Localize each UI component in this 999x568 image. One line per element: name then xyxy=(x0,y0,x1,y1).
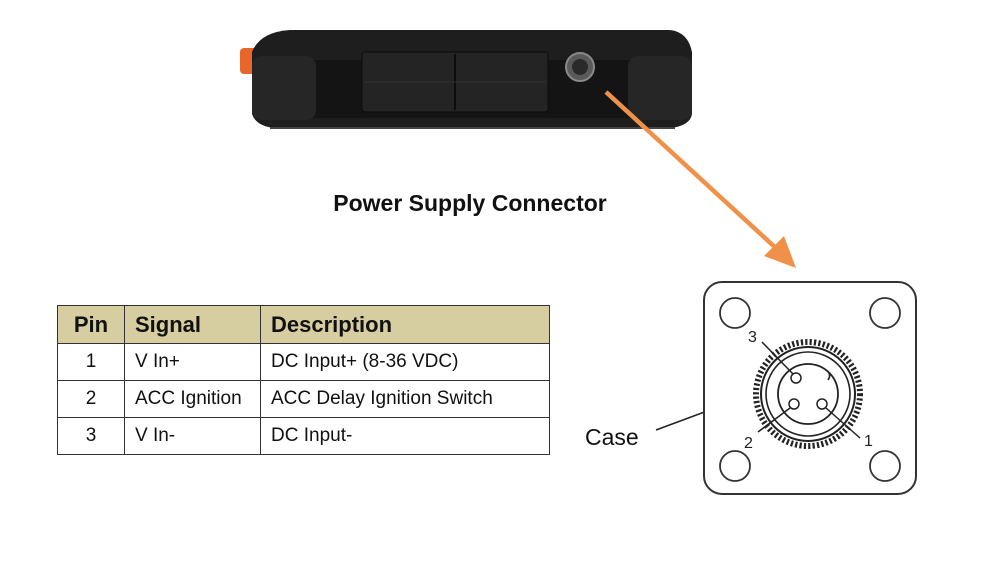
table-header-row: Pin Signal Description xyxy=(57,305,550,344)
pin-label-3: 3 xyxy=(748,329,757,346)
signal-cell: V In- xyxy=(124,417,261,455)
description-cell: ACC Delay Ignition Switch xyxy=(260,380,550,418)
pin-1 xyxy=(816,398,828,410)
pin-label-2: 2 xyxy=(744,435,753,452)
description-cell: DC Input- xyxy=(260,417,550,455)
pin-cell: 1 xyxy=(57,343,125,381)
table-row: 2 ACC Ignition ACC Delay Ignition Switch xyxy=(57,380,550,418)
pin-cell: 2 xyxy=(57,380,125,418)
column-header-signal: Signal xyxy=(124,305,261,344)
column-header-pin: Pin xyxy=(57,305,125,344)
device-bottom-view xyxy=(240,30,692,129)
mounting-hole xyxy=(869,297,901,329)
case-label: Case xyxy=(585,424,639,450)
description-cell: DC Input+ (8-36 VDC) xyxy=(260,343,550,381)
pin-2 xyxy=(788,398,800,410)
mounting-hole xyxy=(719,297,751,329)
signal-cell: ACC Ignition xyxy=(124,380,261,418)
column-header-description: Description xyxy=(260,305,550,344)
signal-cell: V In+ xyxy=(124,343,261,381)
connector-diagram: 3 2 1 xyxy=(655,281,917,495)
pin-table: Pin Signal Description 1 V In+ DC Input+… xyxy=(57,305,550,455)
diagram-title: Power Supply Connector xyxy=(333,190,607,216)
mounting-hole xyxy=(719,450,751,482)
pin-label-1: 1 xyxy=(864,433,873,450)
table-row: 1 V In+ DC Input+ (8-36 VDC) xyxy=(57,343,550,381)
table-row: 3 V In- DC Input- xyxy=(57,417,550,455)
mounting-hole xyxy=(869,450,901,482)
pin-cell: 3 xyxy=(57,417,125,455)
pin-3 xyxy=(790,372,802,384)
